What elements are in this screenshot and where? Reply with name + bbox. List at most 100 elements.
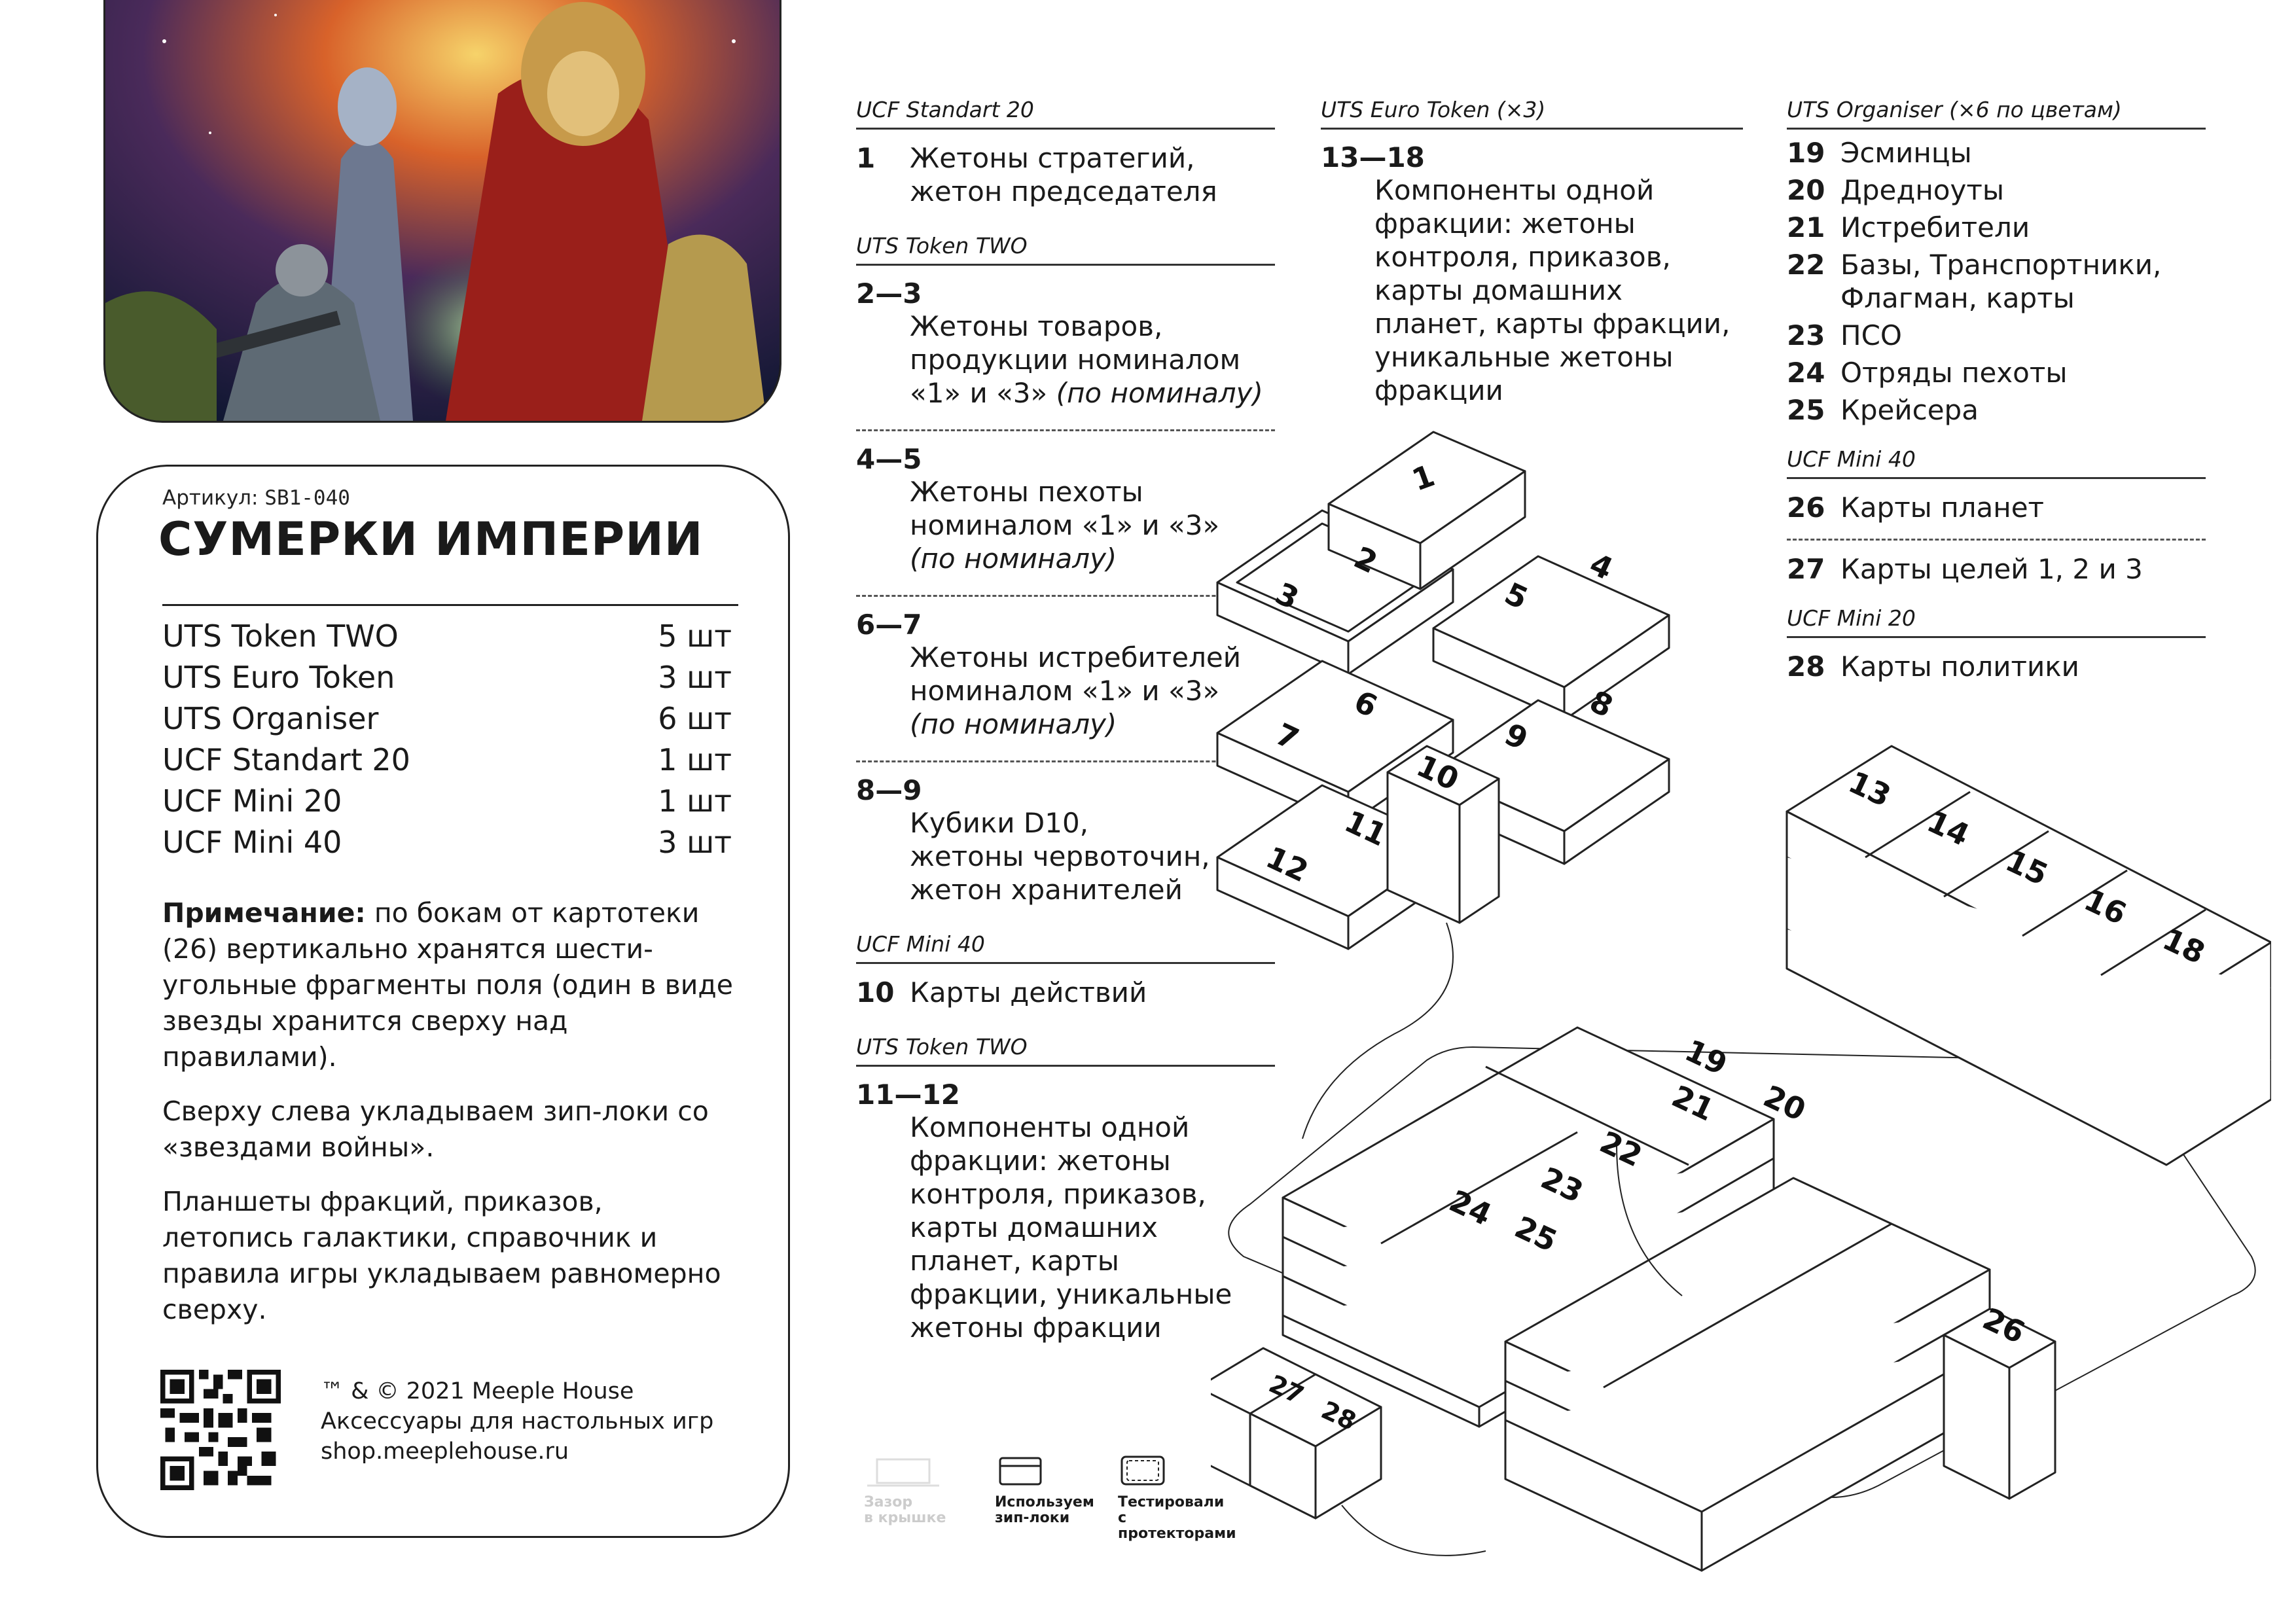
entry-line: номиналом «1» и «3» xyxy=(910,509,1220,541)
organiser-layout-diagram: 1 2 3 4 5 6 7 8 9 10 11 12 13 14 15 16 1… xyxy=(1211,431,2271,1572)
note-label: Примечание: xyxy=(162,897,366,929)
section-header: UCF Mini 40 xyxy=(1787,446,2206,479)
product-title: СУМЕРКИ ИМПЕРИИ xyxy=(158,512,704,566)
dashed-divider xyxy=(856,595,1275,597)
entry-line: жетон хранителей xyxy=(910,874,1183,906)
entry-number: 2—3 xyxy=(856,277,922,310)
sku-label: Артикул: xyxy=(162,486,259,510)
entry-line-italic: (по номиналу) xyxy=(1047,377,1263,409)
entry-number: 1 xyxy=(856,142,876,174)
section-header: UTS Euro Token (×3) xyxy=(1321,97,1743,130)
item-name: UTS Organiser xyxy=(162,701,379,736)
title-divider xyxy=(162,604,738,606)
cover-illustration xyxy=(105,0,780,421)
entry-26: 26 Карты планет xyxy=(1787,491,2206,524)
contents-row: UCF Standart 20 1 шт xyxy=(162,740,732,781)
badge-line: Тестировали xyxy=(1118,1494,1225,1510)
entry-line: фракции: жетоны xyxy=(910,1145,1171,1177)
badge-line: Зазор xyxy=(864,1494,913,1510)
badge-line: зип-локи xyxy=(995,1510,1070,1526)
entry-line: Компоненты одной xyxy=(1374,174,1655,206)
entry-text: Дредноуты xyxy=(1840,174,2004,206)
card-sleeve-icon xyxy=(1121,1455,1165,1486)
entry-number: 4—5 xyxy=(856,443,922,475)
entry-line-italic: (по номиналу) xyxy=(910,543,1117,575)
entry-10: 10 Карты действий xyxy=(856,976,1275,1009)
entry-number: 10 xyxy=(856,976,895,1008)
entry-number: 23 xyxy=(1787,319,1825,351)
entry-text: Жетоны товаров,продукции номиналом«1» и … xyxy=(910,310,1275,410)
sku-line: Артикул: SB1-040 xyxy=(162,486,350,510)
item-qty: 1 шт xyxy=(658,742,732,777)
section-header: UCF Mini 20 xyxy=(1787,605,2206,638)
entry-number: 6—7 xyxy=(856,609,922,641)
list-item: Флагман, карты xyxy=(1787,281,2206,315)
entry-text: Отряды пехоты xyxy=(1840,357,2068,389)
dashed-divider xyxy=(856,760,1275,762)
entry-number: 27 xyxy=(1787,553,1825,585)
item-name: UCF Standart 20 xyxy=(162,742,410,777)
entry-line: Компоненты одной xyxy=(910,1111,1190,1143)
entry-number: 26 xyxy=(1787,491,1825,524)
section-header: UTS Organiser (×6 по цветам) xyxy=(1787,97,2206,130)
entry-line: карты домашних xyxy=(910,1211,1158,1243)
euro-token-stack xyxy=(1785,745,2271,1166)
section-header: UCF Standart 20 xyxy=(856,97,1275,130)
entry-line: Жетоны стратегий, xyxy=(910,142,1195,174)
item-qty: 1 шт xyxy=(658,783,732,819)
shop-link[interactable]: shop.meeplehouse.ru xyxy=(321,1438,569,1465)
qr-code[interactable] xyxy=(160,1370,281,1490)
entry-line: Жетоны пехоты xyxy=(910,476,1143,508)
entry-line: Кубики D10, xyxy=(910,807,1089,839)
entry-line: Жетоны товаров, xyxy=(910,310,1163,342)
entry-line: фракции xyxy=(1374,374,1503,406)
item-name: UTS Token TWO xyxy=(162,618,399,654)
badge-line: в крышке xyxy=(864,1510,946,1526)
entry-text: Карты планет xyxy=(1840,491,2045,524)
notes-section: Примечание: по бокам от картотеки (26) в… xyxy=(162,895,738,1346)
card-box-1 xyxy=(1327,431,1526,590)
entry-number: 22 xyxy=(1787,249,1825,281)
entry-number: 25 xyxy=(1787,394,1825,426)
entry-line: карты домашних xyxy=(1374,274,1623,306)
entry-number: 28 xyxy=(1787,651,1825,683)
sku-code: SB1-040 xyxy=(264,486,350,510)
entry-text: Карты действий xyxy=(910,976,1147,1008)
column-left: UCF Standart 20 1 Жетоны стратегий,жетон… xyxy=(856,97,1275,1344)
entry-text: Флагман, карты xyxy=(1840,282,2075,314)
entry-line: фракции, уникальные xyxy=(910,1278,1232,1310)
entry-line: контроля, приказов, xyxy=(1374,241,1671,273)
copyright-line: ™ & © 2021 Meeple House xyxy=(321,1378,634,1404)
entry-text: ПСО xyxy=(1840,319,1902,351)
entry-number: 21 xyxy=(1787,211,1825,243)
card-box-27-28 xyxy=(1211,1347,1382,1520)
entry-line: уникальные жетоны xyxy=(1374,341,1674,373)
section-header: UTS Token TWO xyxy=(856,233,1275,266)
diagram-label-19: 19 xyxy=(1679,1033,1732,1082)
entry-line-italic: (по номиналу) xyxy=(910,708,1117,740)
entry-number: 19 xyxy=(1787,137,1825,169)
tray-6-7 xyxy=(1216,660,1454,826)
entry-number: 8—9 xyxy=(856,774,922,806)
game-cover-artwork xyxy=(103,0,781,423)
entry-text: Кубики D10,жетоны червоточин,жетон храни… xyxy=(910,806,1275,906)
entry-text: Жетоны стратегий,жетон председателя xyxy=(910,141,1217,208)
dashed-divider xyxy=(856,429,1275,431)
item-qty: 5 шт xyxy=(658,618,732,654)
entry-text: Карты политики xyxy=(1840,651,2079,683)
